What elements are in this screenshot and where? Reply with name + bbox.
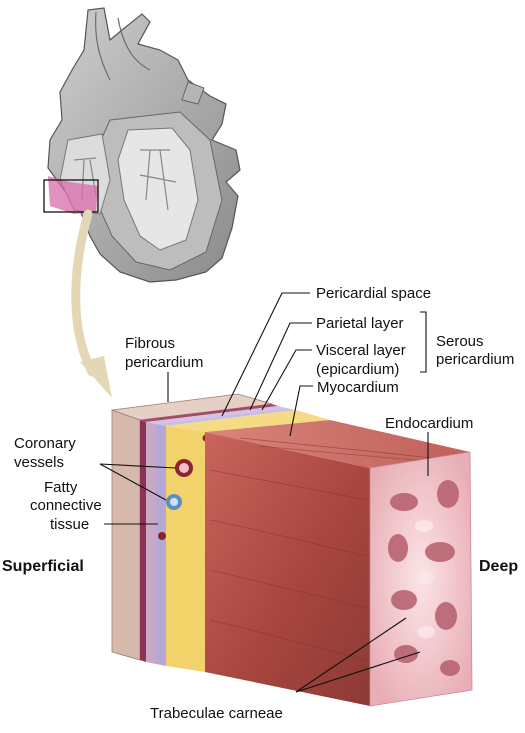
label-deep: Deep — [479, 558, 518, 575]
label-coronary-vessels: vessels — [14, 454, 64, 471]
trabeculae-carneae — [388, 480, 460, 676]
leader-lines — [99, 292, 429, 693]
myocardium-front — [205, 432, 370, 706]
label-serous-pericardium: pericardium — [436, 351, 514, 368]
label-fibrous: Fibrous — [125, 335, 175, 352]
label-superficial: Superficial — [2, 558, 84, 575]
label-visceral-layer: Visceral layer — [316, 342, 406, 359]
label-coronary: Coronary — [14, 435, 76, 452]
fatty-connective-tissue — [166, 426, 205, 672]
curved-arrow — [71, 209, 112, 398]
visceral-layer — [156, 424, 166, 666]
label-serous: Serous — [436, 333, 484, 350]
label-myocardium: Myocardium — [317, 379, 399, 396]
heart-illustration — [43, 7, 241, 283]
label-visceral-layer-epicardium: (epicardium) — [316, 361, 399, 378]
label-endocardium: Endocardium — [385, 415, 473, 432]
label-pericardial-space: Pericardial space — [316, 285, 431, 302]
label-fatty-tissue: tissue — [50, 516, 89, 533]
wall-section-box — [43, 179, 99, 213]
label-trabeculae-carneae: Trabeculae carneae — [150, 705, 283, 722]
label-fatty-connective: connective — [30, 497, 102, 514]
heart-wall-block — [111, 393, 473, 707]
label-fibrous-pericardium: pericardium — [125, 354, 203, 371]
fibrous-pericardium-layer — [111, 409, 141, 661]
myocardium-top — [205, 420, 470, 468]
labels: Pericardial space Parietal layer Viscera… — [2, 285, 518, 722]
label-parietal-layer: Parietal layer — [316, 315, 404, 332]
pericardial-space — [146, 422, 156, 664]
label-fatty: Fatty — [44, 479, 78, 496]
parietal-layer — [140, 420, 146, 662]
